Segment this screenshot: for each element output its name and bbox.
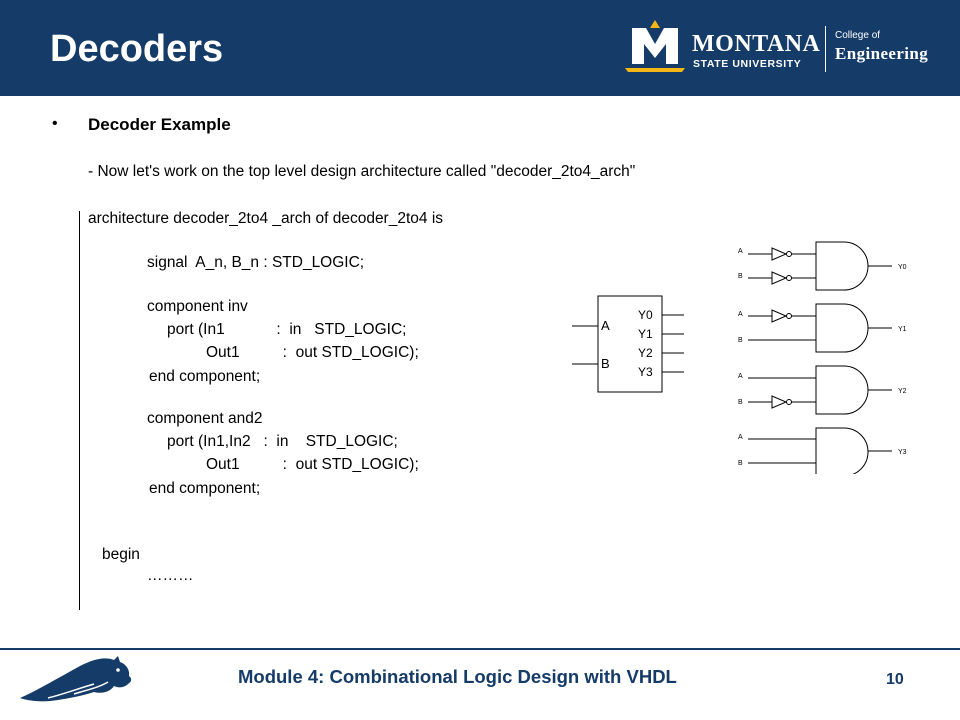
code-line: architecture decoder_2to4 _arch of decod… <box>88 210 444 227</box>
gate-input-label: A <box>738 248 743 255</box>
footer-module-title: Module 4: Combinational Logic Design wit… <box>238 666 677 687</box>
code-line: Out1 : out STD_LOGIC); <box>206 456 419 473</box>
code-line: signal A_n, B_n : STD_LOGIC; <box>147 254 365 271</box>
gate-output-label: Y1 <box>898 326 907 333</box>
gate-output-label: Y3 <box>898 449 907 456</box>
code-line: port (In1 : in STD_LOGIC; <box>167 321 407 338</box>
code-line: port (In1,In2 : in STD_LOGIC; <box>167 433 398 450</box>
block-input-label: B <box>601 356 610 371</box>
code-block-bar <box>79 211 80 610</box>
intro-text: - Now let's work on the top level design… <box>88 163 636 180</box>
logo-divider <box>825 26 826 72</box>
gate-input-label: A <box>738 311 743 318</box>
gate-input-label: B <box>738 460 743 467</box>
bullet-heading: Decoder Example <box>88 115 231 134</box>
gate-output-label: Y0 <box>898 264 907 271</box>
gate-input-label: B <box>738 399 743 406</box>
code-line: begin <box>102 546 140 563</box>
logo-college-label: College of <box>835 30 881 41</box>
gate-input-label: B <box>738 337 743 344</box>
code-line: end component; <box>149 480 261 497</box>
block-output-label: Y3 <box>638 365 653 379</box>
decoder-block-symbol: A B Y0 Y1 Y2 Y3 <box>572 295 684 393</box>
bobcat-mascot-icon <box>20 656 132 702</box>
code-line: end component; <box>149 368 261 385</box>
logo-subtitle: STATE UNIVERSITY <box>693 58 802 70</box>
block-output-label: Y1 <box>638 327 653 341</box>
block-input-label: A <box>601 318 610 333</box>
code-line: component inv <box>147 298 248 315</box>
code-line: ……… <box>147 567 194 584</box>
header-bar: Decoders MONTANA STATE UNIVERSITY Colleg… <box>0 0 960 96</box>
code-line: component and2 <box>147 410 263 427</box>
footer-rule <box>0 648 960 650</box>
code-line: Out1 : out STD_LOGIC); <box>206 344 419 361</box>
slide-title: Decoders <box>50 28 224 70</box>
block-output-label: Y2 <box>638 346 653 360</box>
gate-input-label: A <box>738 373 743 380</box>
logo-name: MONTANA <box>692 31 821 57</box>
gate-output-label: Y2 <box>898 388 907 395</box>
montana-m-icon <box>625 20 685 72</box>
gate-input-label: A <box>738 434 743 441</box>
decoder-gate-schematic: A B Y0 A B Y1 A B Y2 A B Y3 <box>738 241 907 474</box>
block-output-label: Y0 <box>638 308 653 322</box>
bullet-dot: • <box>52 115 58 132</box>
gate-input-label: B <box>738 273 743 280</box>
logo-college-name: Engineering <box>835 44 929 63</box>
footer-page-number: 10 <box>886 671 904 688</box>
